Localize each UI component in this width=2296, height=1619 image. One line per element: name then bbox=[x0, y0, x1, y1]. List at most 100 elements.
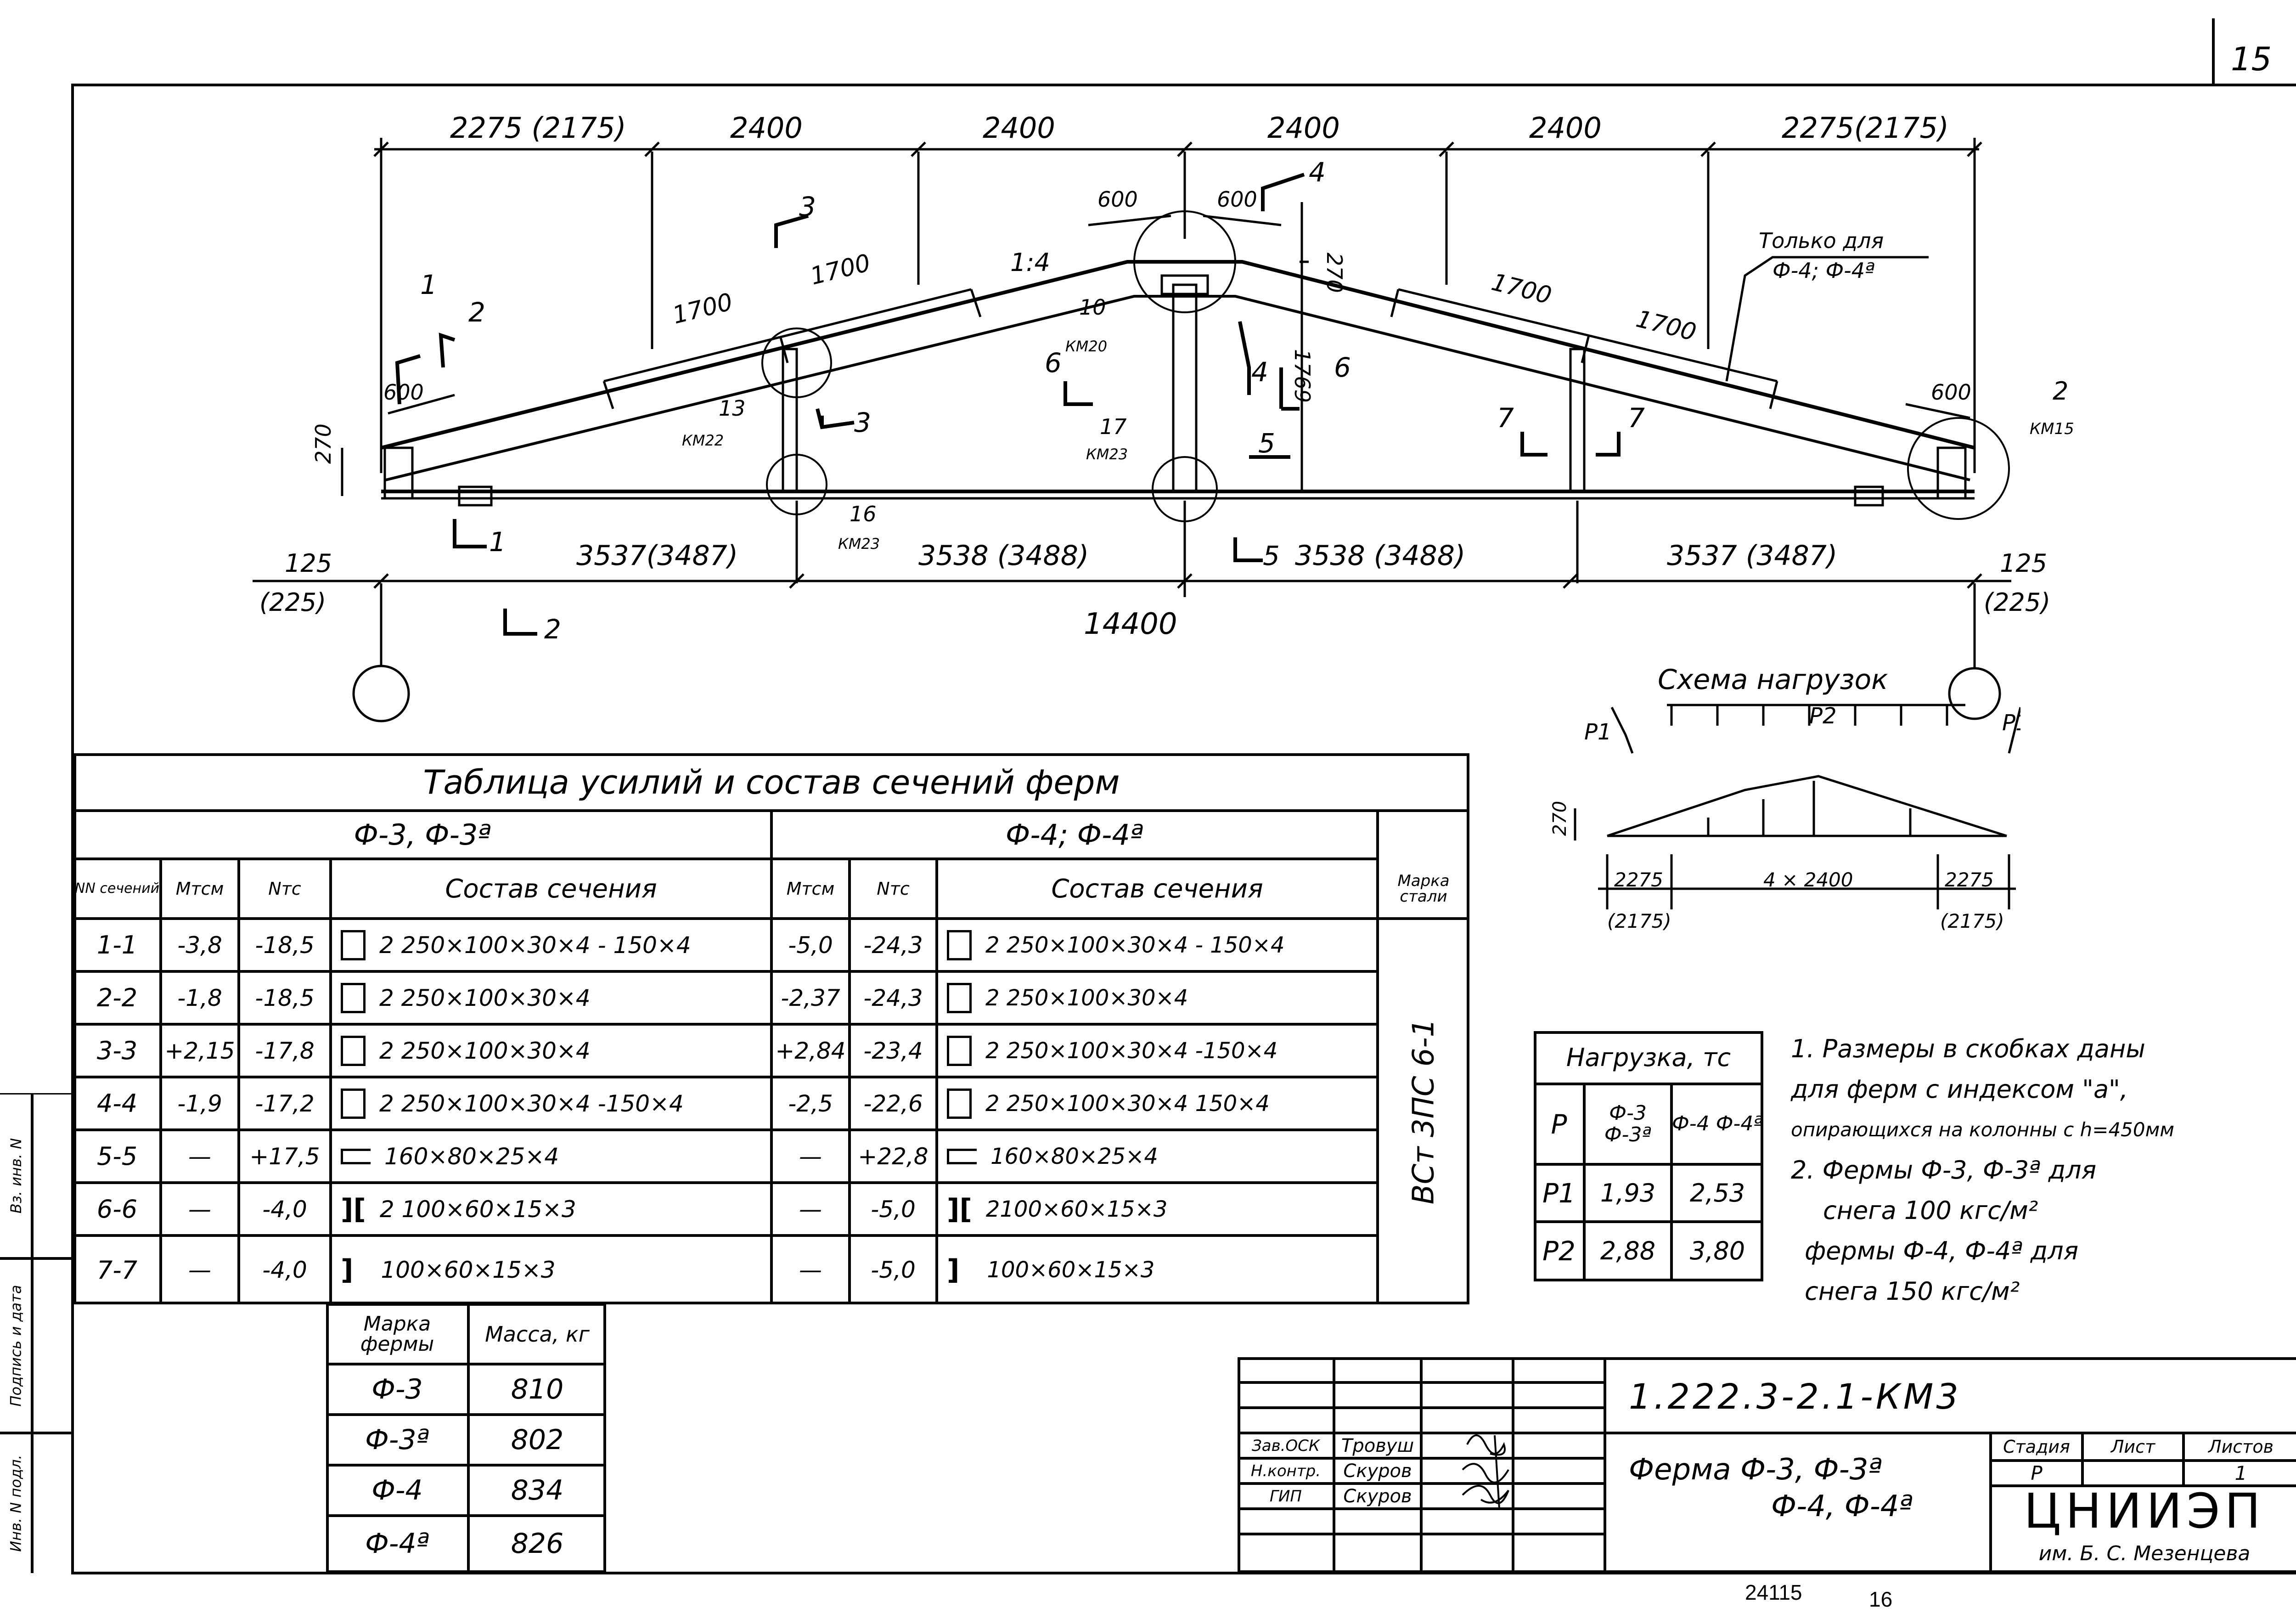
section-6-right: 6 bbox=[1334, 352, 1351, 383]
note-line: снега 100 кгс/м² bbox=[1823, 1196, 2038, 1225]
end-dim-left: 125 bbox=[285, 549, 332, 578]
mass-mark: Ф-3 bbox=[371, 1373, 423, 1405]
side-stamp-sign: Подпись и дата bbox=[7, 1285, 25, 1407]
hdr-section: NN сечений bbox=[74, 880, 160, 897]
sheet-number: 15 bbox=[2231, 40, 2272, 78]
mass-value: 802 bbox=[511, 1424, 564, 1456]
note-line: снега 150 кгс/м² bbox=[1805, 1277, 2020, 1306]
cell-n1: -17,8 bbox=[255, 1037, 315, 1064]
slope-label: 1:4 bbox=[1010, 248, 1050, 277]
load-dim-270: 270 bbox=[1549, 801, 1570, 836]
section-symbol-icon bbox=[341, 930, 366, 960]
dim-1700-c: 1700 bbox=[1489, 268, 1554, 310]
load-col-f3: Ф-3 Ф-3ª bbox=[1604, 1101, 1652, 1146]
cell-comp1: 2 250×100×30×4 - 150×4 bbox=[331, 919, 771, 971]
section-4-bottom: 4 bbox=[1251, 356, 1268, 388]
cell-comp1-text: 2 250×100×30×4 -150×4 bbox=[379, 1090, 684, 1117]
dim-1769: 1769 bbox=[1290, 349, 1315, 403]
role-label: Н.контр. bbox=[1250, 1461, 1321, 1480]
cell-sec: 6-6 bbox=[96, 1195, 138, 1224]
load-dim-right-alt: (2175) bbox=[1940, 910, 2004, 932]
cell-n2: -5,0 bbox=[871, 1196, 916, 1223]
cell-n1: -4,0 bbox=[262, 1196, 307, 1223]
notes: 1. Размеры в скобках даны для ферм с инд… bbox=[1791, 1029, 2273, 1312]
mass-value: 810 bbox=[511, 1373, 564, 1405]
section-symbol-icon bbox=[947, 1035, 972, 1066]
load-scheme-title: Схема нагрузок bbox=[1658, 664, 1888, 696]
cell-comp2: 2 250×100×30×4 -150×4 bbox=[937, 1024, 1378, 1077]
load-value-f4: 3,80 bbox=[1689, 1236, 1745, 1265]
mass-hdr-mass: Масса, кг bbox=[485, 1322, 590, 1347]
drawing-name-line2: Ф-4, Ф-4ª bbox=[1771, 1489, 1913, 1523]
section-symbol-icon bbox=[341, 982, 366, 1013]
page-number: 16 bbox=[1869, 1587, 1893, 1611]
section-6-left: 6 bbox=[1045, 347, 1062, 378]
mass-table: Марка фермы Масса, кг Ф-3 810 Ф-3ª 802 Ф… bbox=[326, 1304, 606, 1573]
cell-comp1: 2 250×100×30×4 -150×4 bbox=[331, 1077, 771, 1130]
cell-n1: +17,5 bbox=[249, 1143, 320, 1170]
load-row-name: P1 bbox=[1542, 1177, 1576, 1209]
load-p2: P2 bbox=[1809, 703, 1836, 729]
node-ref-2-sheet: КМ15 bbox=[2030, 420, 2074, 438]
cell-comp1: 2 250×100×30×4 bbox=[331, 1024, 771, 1077]
note-line: фермы Ф-4, Ф-4ª для bbox=[1805, 1236, 2079, 1265]
cell-sec: 7-7 bbox=[96, 1255, 138, 1285]
cell-comp2: ]100×60×15×3 bbox=[937, 1235, 1378, 1304]
cell-comp1-text: 100×60×15×3 bbox=[381, 1257, 556, 1283]
cell-sec: 3-3 bbox=[96, 1036, 138, 1065]
cell-n1: -17,2 bbox=[255, 1090, 315, 1117]
title-block: 1.222.3-2.1-КМ3 Зав.ОСК Тровуш Н.контр. … bbox=[1238, 1357, 2296, 1573]
cell-comp2-text: 100×60×15×3 bbox=[987, 1257, 1155, 1283]
section-symbol-icon bbox=[341, 1035, 366, 1066]
cell-n2: -23,4 bbox=[863, 1037, 923, 1064]
section-4-top: 4 bbox=[1309, 157, 1326, 188]
dim-1700-b: 1700 bbox=[808, 249, 873, 290]
cell-sec: 2-2 bbox=[96, 983, 138, 1012]
mass-value: 834 bbox=[511, 1474, 564, 1506]
load-dim-left-alt: (2175) bbox=[1607, 910, 1671, 932]
side-stamp-inv: Инв. N подл. bbox=[7, 1454, 25, 1552]
section-7-right: 7 bbox=[1628, 402, 1645, 434]
forces-table: Таблица усилий и состав сечений ферм Ф-3… bbox=[73, 753, 1469, 1304]
section-1-bottom: 1 bbox=[489, 526, 506, 558]
load-value-f3: 2,88 bbox=[1600, 1236, 1656, 1265]
double-channel-icon: ][ bbox=[341, 1193, 366, 1225]
stage-value: Р bbox=[2031, 1462, 2043, 1484]
cell-m1: -1,8 bbox=[177, 984, 222, 1011]
hdr-m2: Мтсм bbox=[786, 879, 835, 899]
cell-comp1: 2 250×100×30×4 bbox=[331, 971, 771, 1024]
role-label: ГИП bbox=[1270, 1487, 1302, 1506]
end-dim-right-alt: (225) bbox=[1984, 588, 2050, 617]
role-name: Тровуш bbox=[1341, 1435, 1414, 1456]
load-dim-right: 2275 bbox=[1945, 869, 1994, 891]
end-dim-right: 125 bbox=[2000, 549, 2047, 578]
load-value-f4: 2,53 bbox=[1689, 1179, 1745, 1207]
cell-n1: -18,5 bbox=[255, 984, 315, 1011]
cell-m2: — bbox=[799, 1257, 822, 1283]
role-name: Скуров bbox=[1343, 1485, 1412, 1507]
cell-m1: -1,9 bbox=[177, 1090, 222, 1117]
dim-600-ridge-right: 600 bbox=[1217, 187, 1257, 212]
hdr-n1: Nтс bbox=[268, 879, 301, 899]
node-ref-13-sheet: КМ22 bbox=[682, 432, 724, 449]
dim-600-right: 600 bbox=[1931, 380, 1971, 405]
sheets-label: Листов bbox=[2208, 1437, 2273, 1457]
org-name: ЦНИИЭП bbox=[2024, 1486, 2265, 1536]
cell-comp1-text: 2 100×60×15×3 bbox=[379, 1196, 576, 1223]
cell-comp2: 160×80×25×4 bbox=[937, 1130, 1378, 1183]
note-line: 1. Размеры в скобках даны bbox=[1791, 1034, 2145, 1063]
cell-comp2: 2 250×100×30×4 - 150×4 bbox=[937, 919, 1378, 971]
dim-1700-d: 1700 bbox=[1633, 305, 1699, 346]
cell-comp1-text: 2 250×100×30×4 - 150×4 bbox=[379, 931, 691, 959]
bottom-dim-4: 3537 (3487) bbox=[1667, 540, 1837, 572]
section-3-top: 3 bbox=[799, 191, 816, 222]
hdr-comp2: Состав сечения bbox=[1051, 874, 1263, 904]
cell-m1: -3,8 bbox=[177, 931, 222, 959]
cell-m2: -5,0 bbox=[788, 931, 833, 959]
cell-comp1: ][ 2 100×60×15×3 bbox=[331, 1183, 771, 1235]
cell-comp1: 160×80×25×4 bbox=[331, 1130, 771, 1183]
dim-270-left: 270 bbox=[311, 423, 336, 464]
section-symbol-icon bbox=[947, 1088, 972, 1119]
end-dim-left-alt: (225) bbox=[259, 588, 326, 617]
drawing-code: 1.222.3-2.1-КМ3 bbox=[1629, 1376, 1961, 1417]
